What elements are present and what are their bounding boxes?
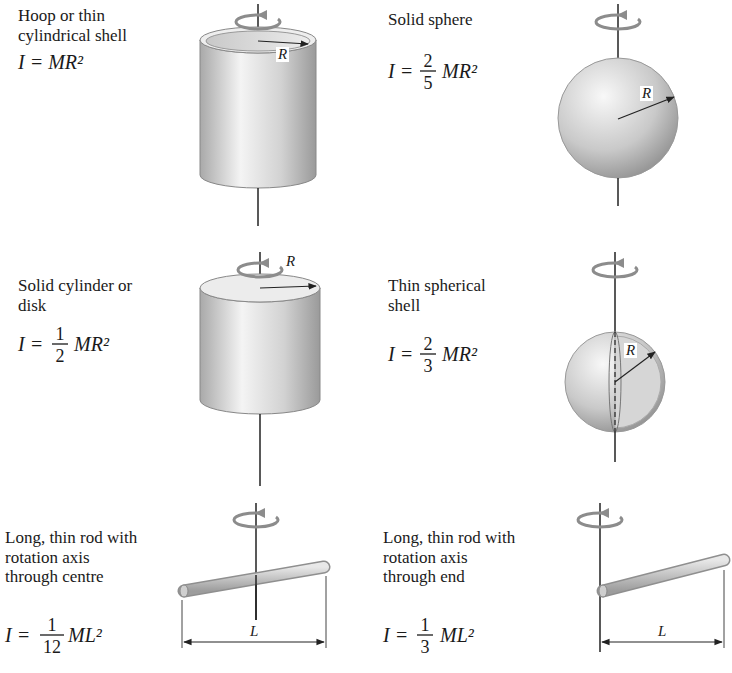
rod-end-figure xyxy=(578,503,724,652)
hoop-figure xyxy=(200,4,316,226)
shape-name: Thin spherical shell xyxy=(388,276,506,315)
dimension-label: R xyxy=(284,254,297,269)
shape-name: Solid sphere xyxy=(388,10,588,30)
fraction-denominator: 12 xyxy=(43,638,61,656)
formula-text: I = xyxy=(388,344,413,364)
fraction-numerator: 2 xyxy=(424,335,433,353)
fraction-denominator: 5 xyxy=(424,74,433,92)
formula-text: MR² xyxy=(74,334,109,354)
dimension-label: L xyxy=(656,624,668,639)
fraction-denominator: 2 xyxy=(56,347,65,365)
fraction-bars xyxy=(40,71,436,635)
fraction-denominator: 3 xyxy=(421,638,430,656)
dimension-label: R xyxy=(276,47,289,62)
shape-name: Solid cylinder or disk xyxy=(18,276,133,315)
fraction-numerator: 1 xyxy=(56,325,65,343)
dimension-label: R xyxy=(640,86,653,101)
solid-sphere-figure xyxy=(558,4,678,206)
spherical-shell-figure xyxy=(565,252,665,462)
dimension-label: L xyxy=(248,624,260,639)
formula-text: ML² xyxy=(68,625,102,645)
formula-text: I = xyxy=(388,61,413,81)
formula-text: I = MR² xyxy=(18,52,83,72)
formula-text: MR² xyxy=(442,61,477,81)
formula-text: I = xyxy=(5,625,30,645)
dimension-label: R xyxy=(624,343,637,358)
fraction-numerator: 1 xyxy=(48,616,57,634)
formula-text: I = xyxy=(383,625,408,645)
fraction-denominator: 3 xyxy=(424,357,433,375)
fraction-numerator: 2 xyxy=(424,52,433,70)
fraction-numerator: 1 xyxy=(421,616,430,634)
formula-text: ML² xyxy=(440,625,474,645)
shape-name: Long, thin rod with rotation axis throug… xyxy=(383,528,523,587)
rod-centre-figure xyxy=(180,503,326,648)
formula-text: I = xyxy=(18,334,43,354)
solid-cylinder-figure xyxy=(200,252,320,486)
shape-name: Hoop or thin cylindrical shell xyxy=(18,6,153,45)
formula-text: MR² xyxy=(442,344,477,364)
shape-name: Long, thin rod with rotation axis throug… xyxy=(5,528,145,587)
